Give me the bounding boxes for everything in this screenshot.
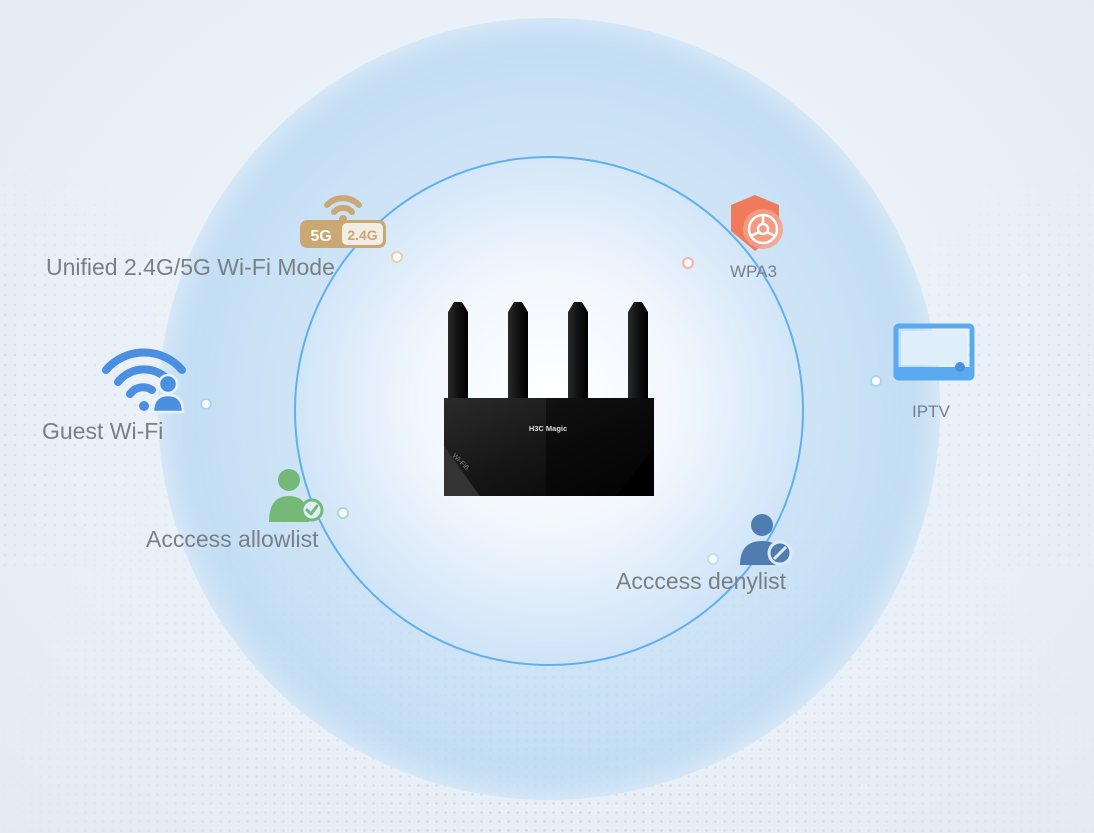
- iptv-marker: [870, 375, 882, 387]
- router-image: H3C Magic Wi-Fi6: [444, 302, 654, 496]
- allowlist-label: Acccess allowlist: [146, 526, 319, 552]
- band-5g-label: 5G: [310, 228, 331, 245]
- guest-wifi-marker: [200, 398, 212, 410]
- wpa3-marker: [682, 257, 694, 269]
- wifi-band-icon: 5G 2.4G: [300, 195, 386, 248]
- tv-icon: [893, 323, 975, 381]
- wifi-mode-marker: [391, 251, 403, 263]
- user-deny-icon: [740, 514, 793, 566]
- allowlist-marker: [337, 507, 349, 519]
- user-allow-icon: [269, 469, 324, 522]
- wpa3-label: WPA3: [730, 262, 777, 281]
- denylist-label: Acccess denylist: [616, 568, 787, 594]
- shield-icon: [731, 195, 783, 251]
- iptv-label: IPTV: [912, 402, 950, 421]
- guest-wifi-label: Guest Wi-Fi: [42, 418, 164, 444]
- router-brand-label: H3C Magic: [529, 424, 567, 433]
- denylist-marker: [707, 553, 719, 565]
- guest-wifi-icon: [102, 348, 186, 414]
- band-24g-label: 2.4G: [347, 227, 377, 243]
- wifi-mode-label: Unified 2.4G/5G Wi-Fi Mode: [46, 254, 335, 280]
